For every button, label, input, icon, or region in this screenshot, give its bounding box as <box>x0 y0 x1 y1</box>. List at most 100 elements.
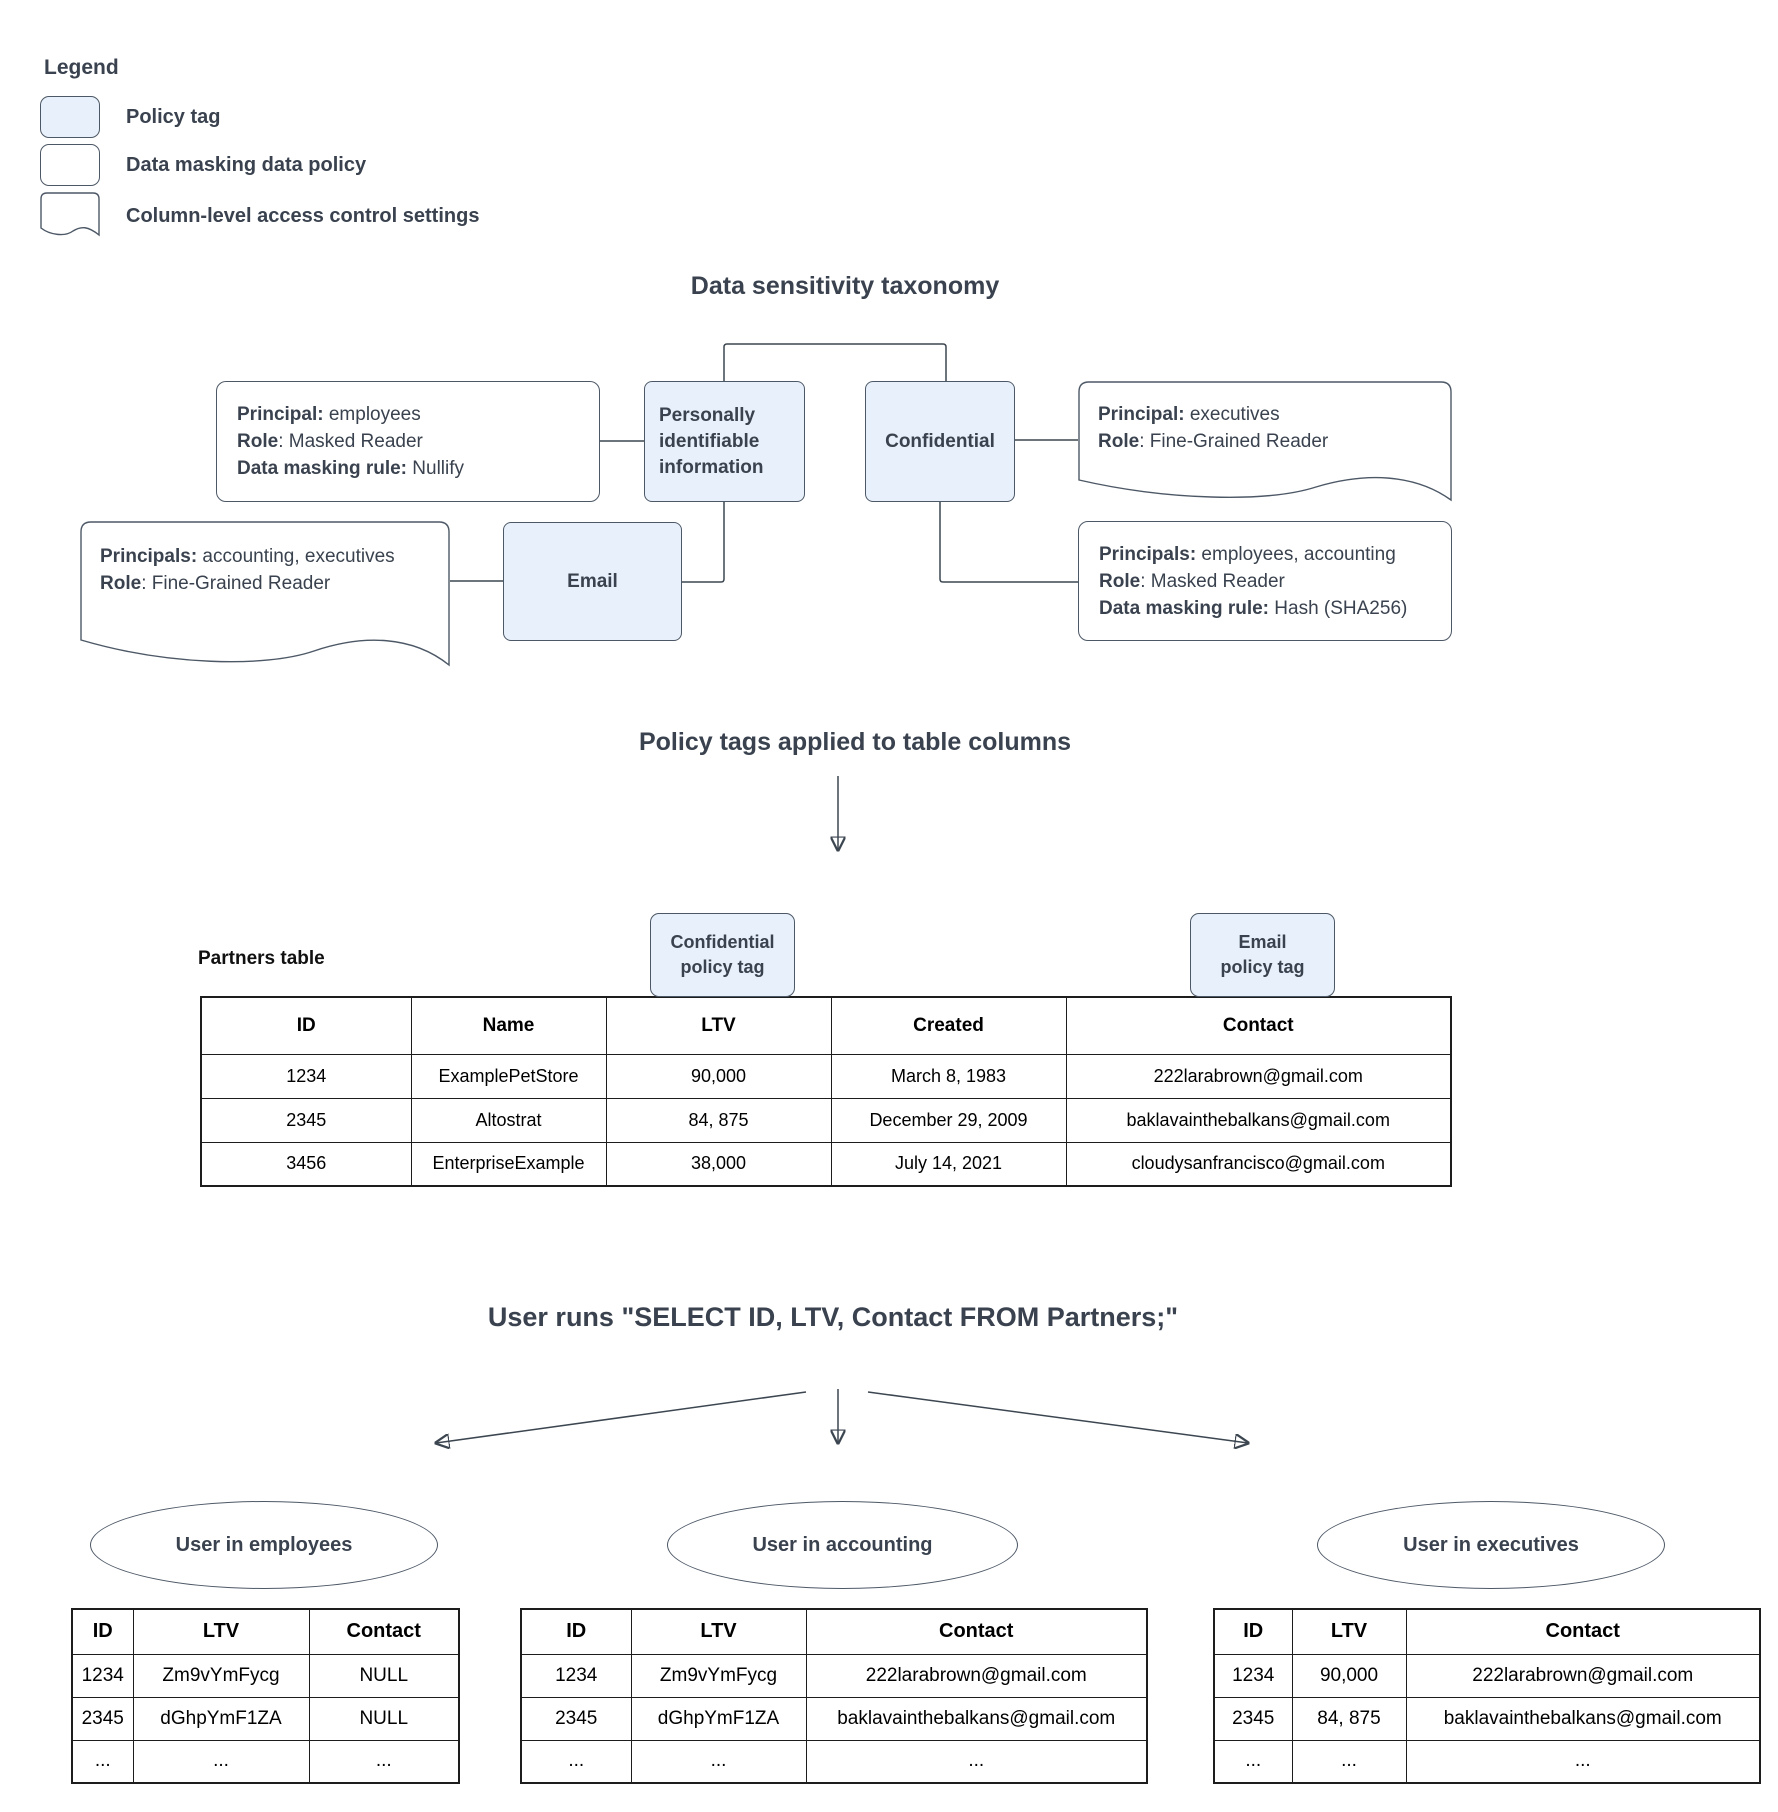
policy-line-label: Principals: <box>100 546 198 567</box>
table-cell: 1234 <box>200 1053 412 1099</box>
policy-section-heading: Policy tags applied to table columns <box>638 728 1072 756</box>
legend-title: Legend <box>44 56 119 79</box>
table-cell: 84, 875 <box>605 1097 832 1143</box>
table-cell: 1234 <box>520 1653 632 1698</box>
result-oval-executives: User in executives <box>1317 1501 1665 1589</box>
table-cell: 90,000 <box>1291 1653 1407 1698</box>
table-cell: baklavainthebalkans@gmail.com <box>1405 1696 1761 1741</box>
policy-line: Data masking rule: Hash (SHA256) <box>1099 597 1408 619</box>
table-cell: 2345 <box>1213 1696 1293 1741</box>
connector-pii-email <box>682 502 725 583</box>
column-header: ID <box>520 1608 632 1655</box>
column-header: ID <box>71 1608 134 1655</box>
policy-line-label: Principals: <box>1099 543 1197 565</box>
policy-line: Role: Masked Reader <box>1099 570 1285 592</box>
column-header: LTV <box>132 1608 310 1655</box>
table-cell: cloudysanfrancisco@gmail.com <box>1065 1141 1452 1187</box>
legend-item-label: Data masking data policy <box>126 153 367 176</box>
column-header: Contact <box>1405 1608 1761 1655</box>
table-row: ......... <box>71 1739 460 1784</box>
policy-line-label: Role <box>100 573 142 594</box>
result-oval-employees: User in employees <box>90 1501 438 1589</box>
email-policy-tag-chip: Email policy tag <box>1190 913 1335 997</box>
column-header: Contact <box>805 1608 1148 1655</box>
document-shape <box>1078 381 1452 502</box>
connector-confidential-masking <box>939 502 1078 583</box>
policy-line-label: Principal: <box>1098 404 1185 425</box>
column-header: Contact <box>308 1608 460 1655</box>
table-cell: Zm9vYmFycg <box>132 1653 310 1698</box>
policy-line-label: Data masking rule: <box>1099 597 1269 619</box>
table-cell: 38,000 <box>605 1141 832 1187</box>
table-cell: baklavainthebalkans@gmail.com <box>1065 1097 1452 1143</box>
legend-item-label: Policy tag <box>126 105 221 128</box>
tag-line: policy tag <box>680 957 765 977</box>
column-header: Contact <box>1065 996 1452 1055</box>
table-cell: 2345 <box>520 1696 632 1741</box>
table-cell: 84, 875 <box>1291 1696 1407 1741</box>
table-cell: Zm9vYmFycg <box>630 1653 807 1698</box>
policy-tag-node-email: Email <box>503 522 682 641</box>
table-cell: 222larabrown@gmail.com <box>1065 1053 1452 1099</box>
table-cell: dGhpYmF1ZA <box>630 1696 807 1741</box>
data-masking-swatch-icon <box>40 144 100 186</box>
table-cell: 90,000 <box>605 1053 832 1099</box>
partners-table-label: Partners table <box>198 948 325 969</box>
legend-item-label: Column-level access control settings <box>126 204 480 227</box>
table-cell: ... <box>520 1739 632 1784</box>
table-cell: 2345 <box>71 1696 134 1741</box>
table-row: ......... <box>1213 1739 1761 1784</box>
table-row: ......... <box>520 1739 1148 1784</box>
arrow-query-employees <box>436 1391 807 1443</box>
column-header: LTV <box>630 1608 807 1655</box>
policy-tag-node-pii: Personally identifiable information <box>644 381 805 502</box>
taxonomy-title: Data sensitivity taxonomy <box>690 272 1000 300</box>
policy-line-label: Role <box>1099 570 1141 592</box>
policy-line-label: Role <box>1098 431 1140 452</box>
policy-line: Principal: executives <box>1098 404 1280 425</box>
table-cell: ... <box>132 1739 310 1784</box>
table-cell: ExamplePetStore <box>410 1053 607 1099</box>
legend-item-access-control: Column-level access control settings <box>40 192 479 240</box>
table-cell: ... <box>1213 1739 1293 1784</box>
policy-line-label: Principal: <box>237 404 324 425</box>
policy-line: Role: Masked Reader <box>237 431 423 452</box>
legend-item-policy-tag: Policy tag <box>40 96 220 138</box>
document-shape <box>80 521 450 667</box>
policy-line: Role: Fine-Grained Reader <box>100 573 331 594</box>
table-cell: Altostrat <box>410 1097 607 1143</box>
column-header: Name <box>410 996 607 1055</box>
query-heading: User runs "SELECT ID, LTV, Contact FROM … <box>487 1302 1179 1332</box>
confidential-policy-tag-chip: Confidential policy tag <box>650 913 795 997</box>
table-cell: July 14, 2021 <box>830 1141 1067 1187</box>
table-cell: 1234 <box>71 1653 134 1698</box>
tag-line: policy tag <box>1220 957 1305 977</box>
column-header: ID <box>200 996 412 1055</box>
policy-tag-swatch-icon <box>40 96 100 138</box>
table-cell: ... <box>1291 1739 1407 1784</box>
table-cell: ... <box>805 1739 1148 1784</box>
result-oval-accounting: User in accounting <box>667 1501 1018 1589</box>
policy-line: Principals: accounting, executives <box>100 546 395 567</box>
